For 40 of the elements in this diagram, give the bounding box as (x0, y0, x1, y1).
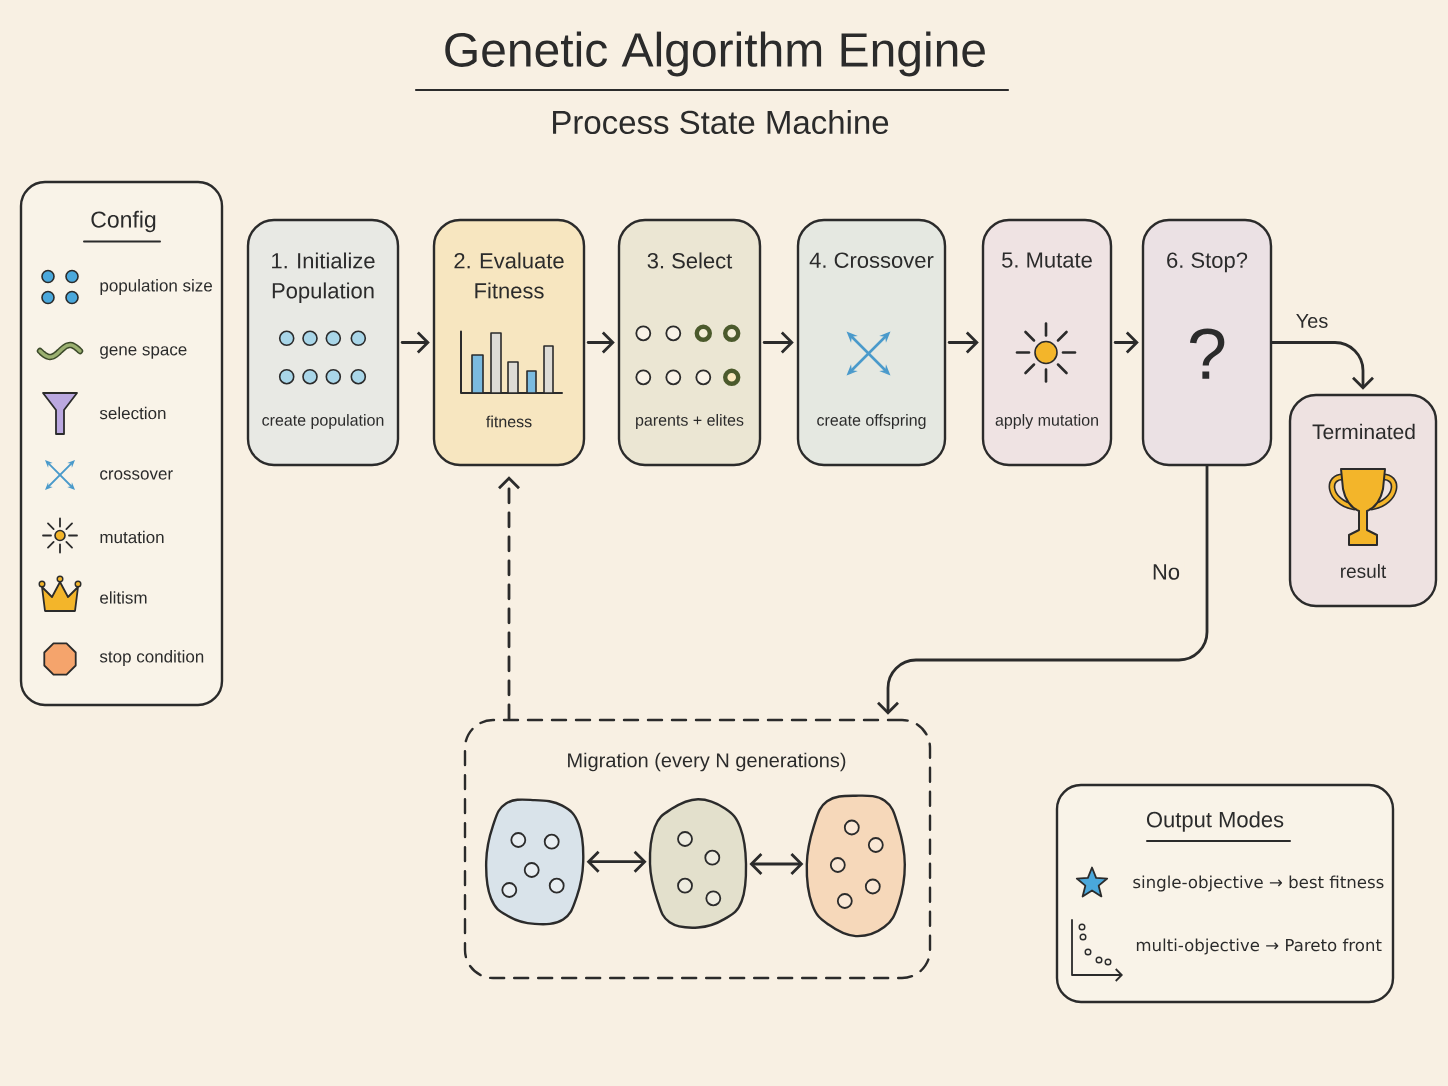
subtitle: Process State Machine (553, 109, 889, 135)
state-title: 6. Stop? (1167, 252, 1248, 273)
state-caption: parents + elites (636, 414, 744, 429)
arrow (749, 853, 804, 875)
item-label: crossover (100, 470, 173, 480)
item-label: stop condition (99, 650, 204, 666)
item-label: gene space (100, 346, 187, 359)
state-title: 2. Evaluate Fitness (454, 252, 564, 299)
state-caption: apply mutation (995, 414, 1098, 429)
item-label: single-objective → best fitness (1133, 875, 1384, 892)
panel-heading: Output Modes (1146, 811, 1284, 832)
title: Genetic Algorithm Engine (445, 31, 985, 77)
state-caption: result (1341, 564, 1387, 578)
edge-label: Yes (1291, 310, 1333, 332)
arrow (400, 331, 430, 354)
item-label: elitism (100, 591, 147, 604)
item-label: multi-objective → Pareto front (1136, 938, 1382, 955)
item-label: mutation (100, 530, 164, 544)
state-caption: fitness (486, 415, 532, 428)
state-title: 5. Mutate (1002, 252, 1092, 268)
state-title: 4. Crossover (809, 252, 934, 268)
arrow (586, 850, 647, 873)
arrow (1113, 331, 1139, 354)
arrow (877, 464, 1209, 715)
panel-heading: Config (91, 210, 156, 233)
dashed-arrow (498, 476, 520, 721)
question-mark: ? (1189, 328, 1225, 379)
state-title: Terminated (1312, 423, 1415, 440)
item-label: population size (100, 279, 212, 295)
state-title: 1. Initialize Population (272, 252, 375, 303)
arrow (762, 331, 794, 354)
group-title: Migration (every N generations) (568, 752, 846, 772)
state-title: 3. Select (647, 252, 733, 269)
item-label: selection (99, 406, 166, 420)
arrow (947, 331, 979, 354)
state-caption: create population (262, 414, 384, 429)
arrow (1270, 341, 1374, 390)
edge-label: No (1147, 560, 1185, 584)
arrow (586, 331, 615, 354)
state-caption: create offspring (817, 414, 926, 429)
